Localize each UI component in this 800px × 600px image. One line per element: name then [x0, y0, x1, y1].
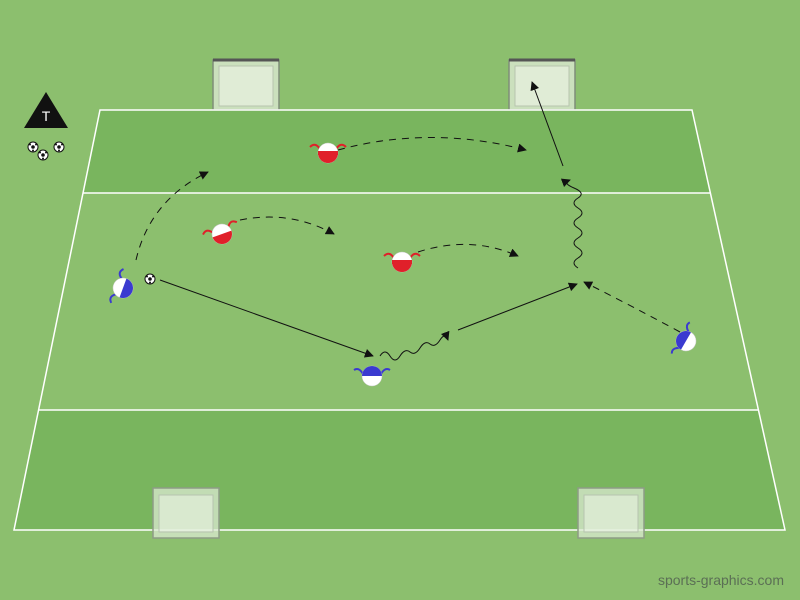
player-red-center [383, 251, 421, 273]
zone-bottom [14, 410, 785, 530]
run-arrow-blue-left [135, 171, 209, 261]
player-blue-left [109, 268, 134, 304]
run-arrow-red-top [337, 137, 527, 153]
pitch-lines [13, 109, 786, 531]
run-arrow-red-center [417, 243, 519, 257]
trainer-label: T [42, 108, 51, 124]
run-arrow-blue-right [583, 281, 681, 333]
watermark: sports-graphics.com [657, 572, 784, 588]
dribble-arrow-2 [560, 178, 583, 269]
shot-arrow [530, 81, 564, 167]
goal-bottom-left [152, 487, 220, 539]
player-blue-right [670, 321, 697, 354]
pass-arrow-1 [159, 279, 374, 358]
goal-bottom-right [577, 487, 645, 539]
player-blue-center [353, 365, 391, 387]
pass-arrow-2 [457, 282, 578, 331]
trainer-triangle-icon: T [24, 92, 68, 128]
dribble-arrow-1 [379, 330, 450, 361]
goal-top-left [212, 58, 280, 111]
soccer-ball-icon [144, 273, 156, 285]
goal-top-right [508, 58, 576, 111]
player-red-top [309, 142, 347, 164]
player-red-left [202, 220, 238, 245]
movement-arrows [135, 81, 681, 361]
zone-top [83, 110, 710, 193]
